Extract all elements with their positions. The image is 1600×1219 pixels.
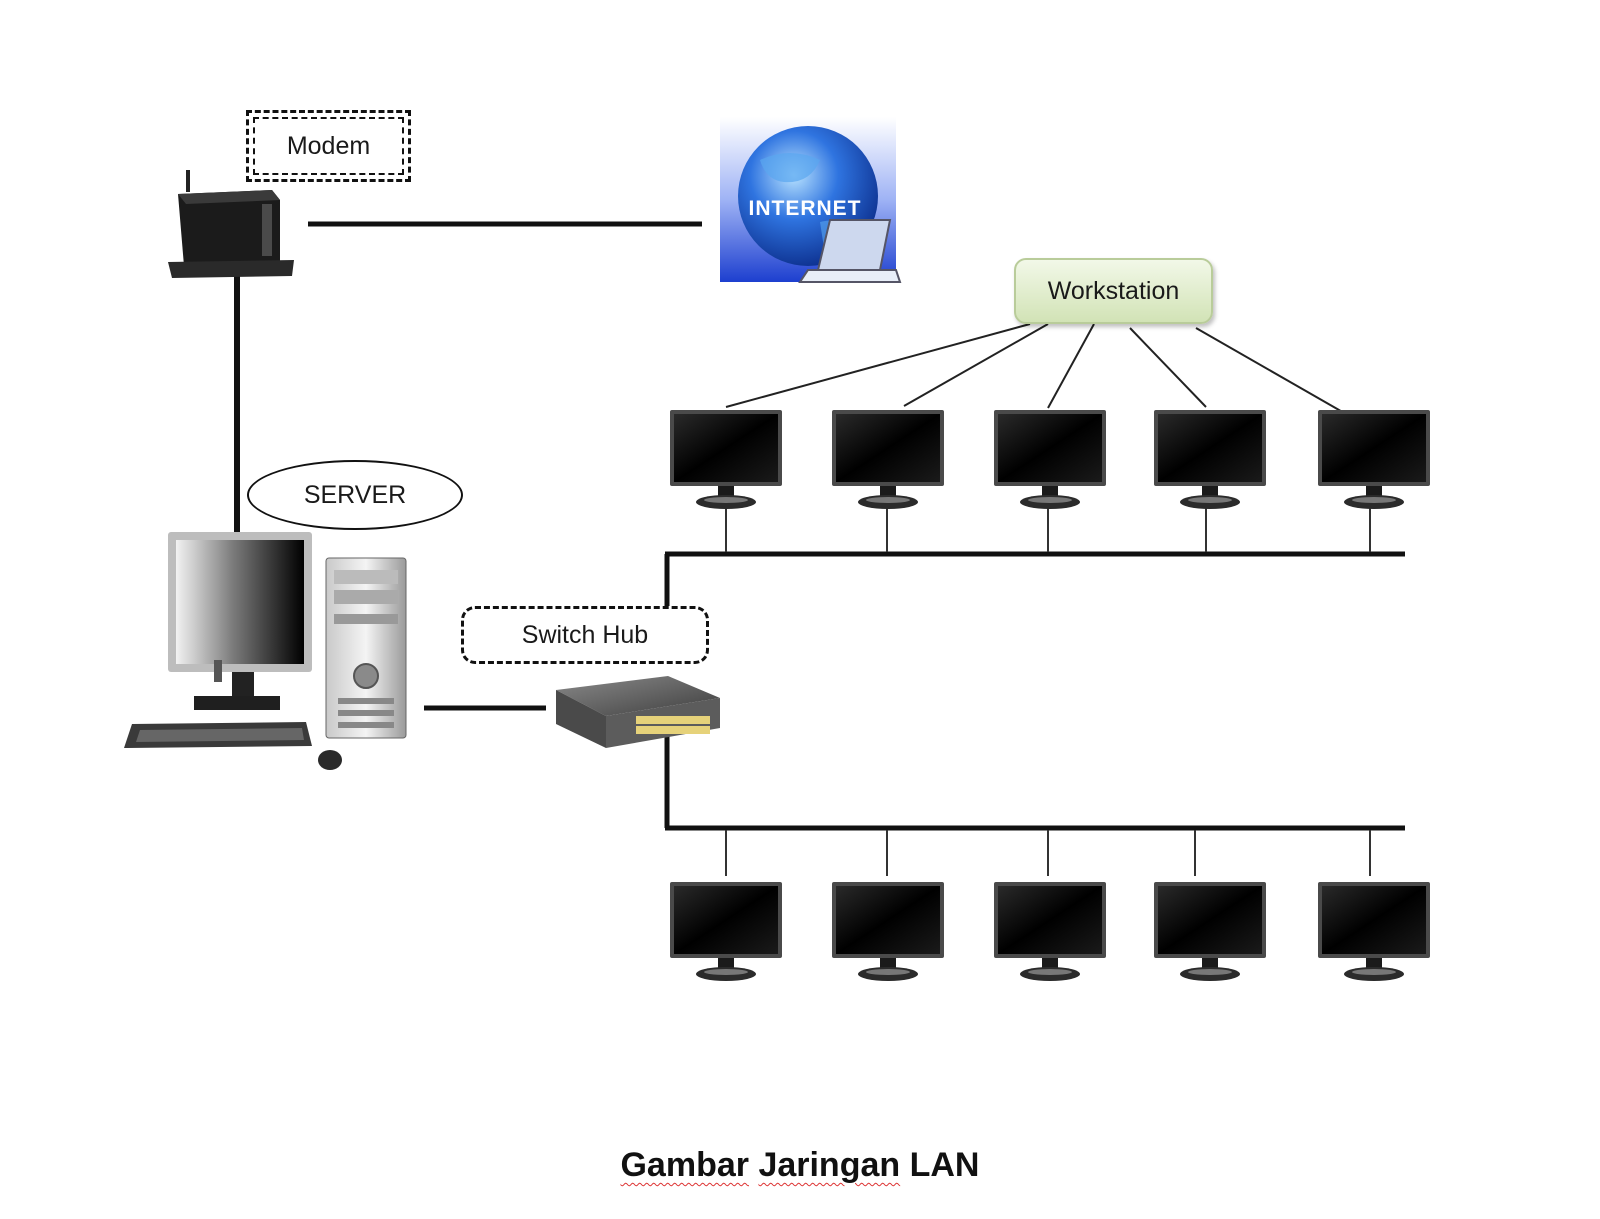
caption-word-3: LAN bbox=[909, 1146, 980, 1184]
monitor-icon bbox=[670, 410, 782, 509]
monitor-icon bbox=[1154, 882, 1266, 981]
label-line-5 bbox=[1195, 327, 1347, 415]
internet-label: INTERNET bbox=[749, 197, 862, 220]
caption-word-2: Jaringan bbox=[758, 1146, 901, 1184]
monitor-icon bbox=[832, 410, 944, 509]
monitor-icon bbox=[994, 882, 1106, 981]
diagram-caption: Gambar Jaringan LAN bbox=[0, 1146, 1600, 1185]
label-line-2 bbox=[903, 323, 1049, 407]
modem-icon bbox=[168, 170, 294, 278]
modem-label: Modem bbox=[246, 110, 411, 182]
label-line-4 bbox=[1129, 327, 1207, 408]
workstation-label-lines bbox=[725, 323, 1347, 415]
internet-globe-icon: INTERNET bbox=[720, 117, 902, 283]
cable-lines bbox=[234, 221, 1405, 831]
label-line-1 bbox=[725, 323, 1031, 408]
workstation-label: Workstation bbox=[1014, 258, 1213, 324]
drop-lines bbox=[725, 504, 1371, 876]
server-computer-icon bbox=[124, 532, 407, 770]
monitor-icon bbox=[1154, 410, 1266, 509]
monitor-icon bbox=[1318, 410, 1430, 509]
server-label: SERVER bbox=[247, 460, 463, 530]
monitor-icon bbox=[994, 410, 1106, 509]
caption-word-1: Gambar bbox=[620, 1146, 749, 1184]
monitor-icon bbox=[670, 882, 782, 981]
switch-hub-label: Switch Hub bbox=[461, 606, 709, 664]
switch-hub-icon bbox=[556, 676, 720, 748]
workstation-monitors bbox=[670, 410, 1430, 981]
label-line-3 bbox=[1047, 323, 1095, 409]
monitor-icon bbox=[832, 882, 944, 981]
monitor-icon bbox=[1318, 882, 1430, 981]
